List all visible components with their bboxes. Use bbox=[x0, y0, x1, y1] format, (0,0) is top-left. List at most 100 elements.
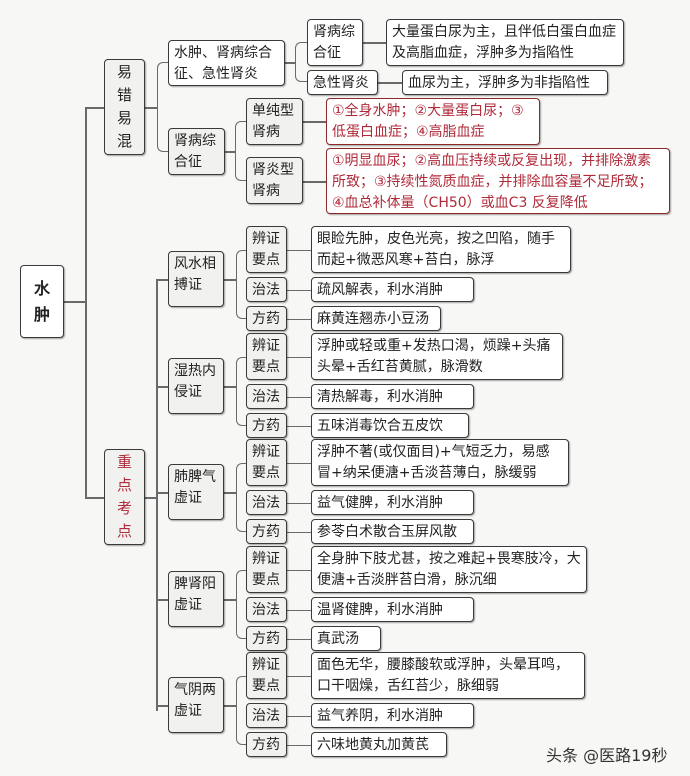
row-label-treatment: 治法 bbox=[246, 384, 287, 409]
syndrome-node: 风水相搏证 bbox=[168, 251, 224, 307]
connector bbox=[85, 107, 87, 498]
connector bbox=[285, 62, 295, 64]
row-label-prescription: 方药 bbox=[246, 519, 287, 544]
connector bbox=[287, 318, 311, 320]
connector bbox=[145, 497, 157, 499]
row-label-treatment: 治法 bbox=[246, 597, 287, 622]
syndrome-treatment: 益气养阴，利水消肿 bbox=[311, 703, 474, 728]
connector bbox=[287, 675, 311, 677]
connector bbox=[287, 462, 311, 464]
bracket bbox=[236, 462, 246, 532]
root-char: 水 bbox=[33, 278, 50, 298]
branch-char: 考 bbox=[116, 499, 132, 517]
syndrome-key-points: 浮肿不著(或仅面目)+气短乏力，易感冒+纳呆便溏+舌淡苔薄白，脉缓弱 bbox=[311, 439, 569, 486]
syndrome-prescription: 五味消毒饮合五皮饮 bbox=[311, 413, 469, 438]
connector bbox=[303, 121, 326, 123]
connector bbox=[287, 396, 311, 398]
connector bbox=[287, 531, 311, 533]
connector bbox=[303, 181, 326, 183]
bracket bbox=[236, 675, 246, 745]
connector bbox=[64, 301, 86, 303]
row-label-treatment: 治法 bbox=[246, 703, 287, 728]
syndrome-treatment: 温肾健脾，利水消肿 bbox=[311, 597, 474, 622]
row-label-prescription: 方药 bbox=[246, 413, 287, 438]
row-label-treatment: 治法 bbox=[246, 490, 287, 515]
nephrotic-syndrome-node: 肾病综合征 bbox=[307, 19, 363, 66]
connector bbox=[156, 281, 158, 711]
connector bbox=[224, 279, 236, 281]
branch-char: 错 bbox=[116, 86, 132, 104]
syndrome-key-points: 眼睑先肿，皮色光亮，按之凹陷，随手而起+微恶风寒+苔白，脉浮 bbox=[311, 226, 571, 273]
connector bbox=[287, 502, 311, 504]
compare-node: 水肿、肾病综合征、急性肾炎 bbox=[168, 40, 285, 86]
connector bbox=[156, 386, 168, 388]
connector bbox=[224, 599, 236, 601]
nephrotic-syndrome-desc: 大量蛋白尿为主，且伴低白蛋白血症及高脂血症，浮肿多为指陷性 bbox=[386, 19, 624, 66]
connector bbox=[225, 151, 235, 153]
syndrome-node: 湿热内侵证 bbox=[168, 358, 224, 414]
syndrome-treatment: 清热解毒，利水消肿 bbox=[311, 384, 474, 409]
connector bbox=[85, 497, 104, 499]
branch-char: 点 bbox=[116, 522, 132, 540]
connector bbox=[287, 289, 311, 291]
row-label-treatment: 治法 bbox=[246, 277, 287, 302]
connector bbox=[287, 609, 311, 611]
syndrome-treatment: 疏风解表，利水消肿 bbox=[311, 277, 474, 302]
connector bbox=[85, 107, 104, 109]
connector bbox=[156, 599, 168, 601]
connector bbox=[224, 386, 236, 388]
connector bbox=[156, 279, 168, 281]
branch-char: 混 bbox=[116, 132, 132, 150]
connector bbox=[287, 249, 311, 251]
branch-char: 易 bbox=[116, 109, 132, 127]
syndrome-node: 肺脾气虚证 bbox=[168, 464, 224, 520]
syndrome-node: 脾肾阳虚证 bbox=[168, 571, 224, 627]
bracket bbox=[236, 569, 246, 639]
connector bbox=[287, 744, 311, 746]
connector bbox=[287, 638, 311, 640]
connector bbox=[378, 82, 402, 84]
connector bbox=[145, 107, 157, 109]
connector bbox=[156, 492, 168, 494]
connector bbox=[287, 425, 311, 427]
connector bbox=[224, 705, 236, 707]
syndrome-key-points: 浮肿或轻或重+发热口渴，烦躁+头痛头晕+舌红苔黄腻，脉滑数 bbox=[311, 333, 563, 380]
row-label-key: 辨证要点 bbox=[246, 226, 287, 273]
connector bbox=[156, 705, 168, 707]
acute-nephritis-desc: 血尿为主，浮肿多为非指陷性 bbox=[402, 70, 608, 95]
bracket bbox=[236, 356, 246, 426]
bracket bbox=[236, 249, 246, 319]
syndrome-prescription: 麻黄连翘赤小豆汤 bbox=[311, 306, 441, 331]
root-node-edema: 水肿 bbox=[20, 265, 64, 338]
branch-char: 点 bbox=[116, 476, 132, 494]
row-label-prescription: 方药 bbox=[246, 732, 287, 757]
row-label-key: 辨证要点 bbox=[246, 546, 287, 593]
syndrome-key-points: 面色无华，腰膝酸软或浮肿，头晕耳鸣，口干咽燥，舌红苔少，脉细弱 bbox=[311, 652, 585, 699]
acute-nephritis-node: 急性肾炎 bbox=[307, 70, 378, 95]
syndrome-prescription: 六味地黄丸加黄芪 bbox=[311, 732, 447, 757]
syndrome-prescription: 参苓白术散合玉屏风散 bbox=[311, 519, 474, 544]
row-label-key: 辨证要点 bbox=[246, 439, 287, 486]
row-label-key: 辨证要点 bbox=[246, 333, 287, 380]
connector bbox=[287, 569, 311, 571]
connector bbox=[287, 715, 311, 717]
connector bbox=[287, 356, 311, 358]
simple-nephrosis-desc: ①全身水肿；②大量蛋白尿；③低蛋白血症；④高脂血症 bbox=[326, 98, 540, 145]
nephritic-nephrosis-node: 肾炎型肾病 bbox=[246, 157, 303, 204]
nephritic-nephrosis-desc: ①明显血尿；②高血压持续或反复出现，并排除激素所致；③持续性氮质血症，并排除血容… bbox=[326, 148, 670, 214]
syndrome-node: 气阴两虚证 bbox=[168, 677, 224, 733]
row-label-prescription: 方药 bbox=[246, 626, 287, 651]
branch-key-points: 重 点 考 点 bbox=[104, 449, 145, 545]
root-char: 肿 bbox=[33, 304, 50, 324]
syndrome-treatment: 益气健脾，利水消肿 bbox=[311, 490, 474, 515]
branch-char: 易 bbox=[116, 63, 132, 81]
connector bbox=[363, 42, 386, 44]
connector bbox=[224, 492, 236, 494]
syndrome-prescription: 真武汤 bbox=[311, 626, 381, 651]
simple-nephrosis-node: 单纯型肾病 bbox=[246, 98, 303, 145]
watermark: 头条 @医路19秒 bbox=[546, 746, 668, 765]
branch-confusing: 易 错 易 混 bbox=[104, 59, 145, 155]
bracket bbox=[295, 42, 307, 82]
row-label-key: 辨证要点 bbox=[246, 652, 287, 699]
row-label-prescription: 方药 bbox=[246, 306, 287, 331]
